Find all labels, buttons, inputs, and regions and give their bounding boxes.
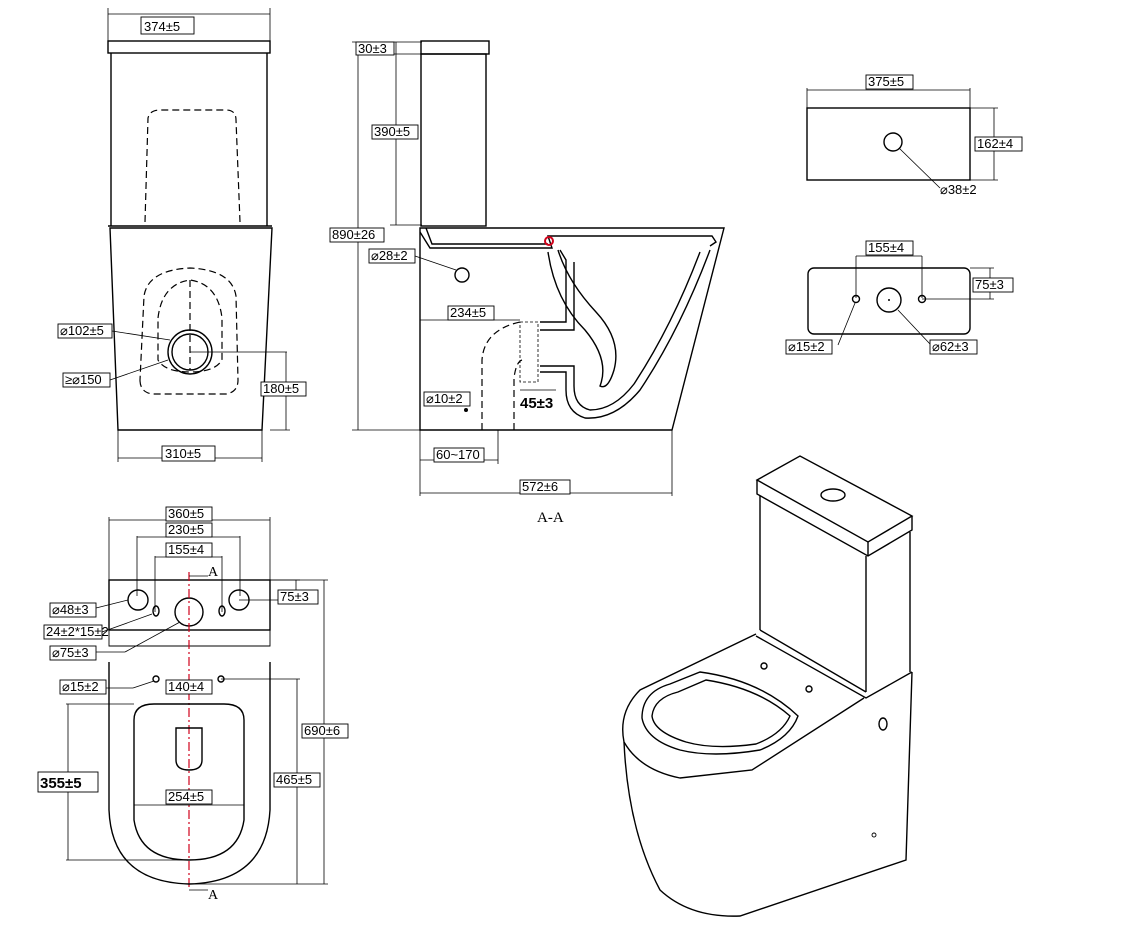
dim-floor-hole: ≥⌀150 — [65, 372, 102, 387]
dim-bowl-length: 355±5 — [40, 775, 82, 792]
dim-trap-offset: 234±5 — [450, 305, 486, 320]
dim-inlet-diameter: ⌀28±2 — [371, 248, 408, 263]
dim-lid-width: 375±5 — [868, 74, 904, 89]
dim-outlet-diameter: ⌀102±5 — [60, 323, 104, 338]
isometric-view — [622, 455, 914, 917]
dim-bowl-width: 254±5 — [168, 789, 204, 804]
dim-depth: 572±6 — [522, 479, 558, 494]
cut-label-bottom: A — [208, 888, 219, 903]
dim-lid-depth: 162±4 — [977, 136, 1013, 151]
dim-total-length: 690±6 — [304, 723, 340, 738]
dim-valve-hole: ⌀75±3 — [52, 645, 89, 660]
section-label: A-A — [537, 510, 564, 526]
dim-seat-hole-spacing: 140±4 — [168, 679, 204, 694]
tank-lid-view: 375±5 ⌀38±2 162±4 — [806, 74, 1023, 197]
dim-hole-spacing-outer: 230±5 — [168, 522, 204, 537]
tank-base-view: 155±4 75±3 ⌀15±2 ⌀62±3 — [785, 240, 1014, 355]
dim-pipe-diameter: ⌀10±2 — [426, 391, 463, 406]
dim-top-width: 360±5 — [168, 506, 204, 521]
dim-base-width: 310±5 — [165, 446, 201, 461]
dim-tank-height: 390±5 — [374, 124, 410, 139]
cut-label-top: A — [208, 565, 219, 580]
dim-outlet-height: 180±5 — [263, 381, 299, 396]
dim-bolt-diameter: ⌀15±2 — [788, 339, 825, 354]
dim-hole-spacing-inner: 155±4 — [168, 542, 204, 557]
dim-base-offset: 75±3 — [975, 277, 1004, 292]
dim-rough-in: 60~170 — [436, 447, 480, 462]
dim-slot: 24±2*15±2 — [46, 624, 109, 639]
dim-lid-thickness: 30±3 — [358, 41, 387, 56]
dim-lid-hole: ⌀38±2 — [940, 182, 977, 197]
dim-bolt-spacing: 155±4 — [868, 240, 904, 255]
top-view: 360±5 230±5 155±4 75±3 ⌀48±3 24±2*15±2 ⌀… — [37, 506, 349, 903]
front-view: 374±5 ⌀102±5 ≥⌀150 180±5 310±5 — [57, 8, 307, 462]
dim-tank-offset: 75±3 — [280, 589, 309, 604]
section-view: 30±3 390±5 890±26 ⌀28±2 234±5 — [329, 40, 725, 526]
dim-outlet-offset: 45±3 — [520, 395, 553, 412]
dim-valve-diameter: ⌀62±3 — [932, 339, 969, 354]
dim-large-hole: ⌀48±3 — [52, 602, 89, 617]
dim-seat-hole: ⌀15±2 — [62, 679, 99, 694]
dim-total-height: 890±26 — [332, 227, 375, 242]
dim-width-top: 374±5 — [144, 19, 180, 34]
dim-seat-to-front: 465±5 — [276, 772, 312, 787]
